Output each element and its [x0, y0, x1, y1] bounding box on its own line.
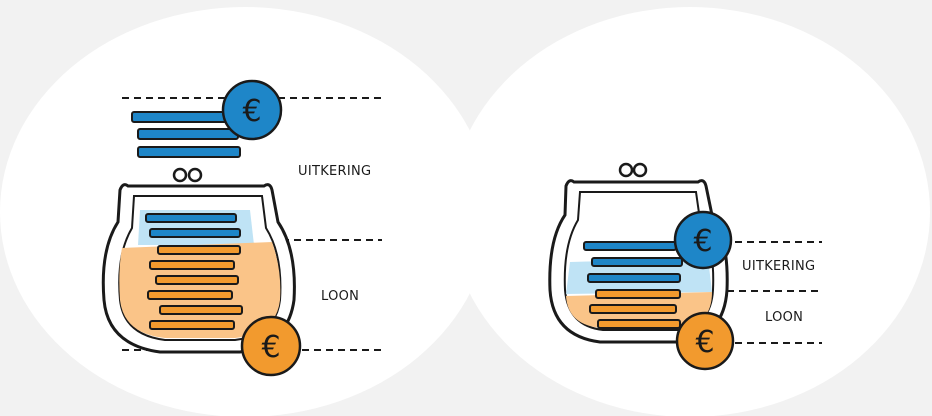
right-orange-euro-symbol: €: [695, 325, 714, 360]
left-uitkering-label: UITKERING: [298, 164, 371, 179]
left-blue-euro-symbol: €: [242, 94, 261, 129]
right-blue-euro-symbol: €: [693, 224, 712, 259]
left-orange-euro-symbol: €: [261, 330, 280, 365]
right-orange-euro-coin: €: [677, 313, 733, 369]
left-blue-euro-coin: €: [223, 81, 281, 139]
left-loon-label: LOON: [321, 289, 359, 304]
right-loon-label: LOON: [765, 310, 803, 325]
left-orange-euro-coin: €: [242, 317, 300, 375]
right-uitkering-label: UITKERING: [742, 259, 815, 274]
right-blue-euro-coin: €: [675, 212, 731, 268]
